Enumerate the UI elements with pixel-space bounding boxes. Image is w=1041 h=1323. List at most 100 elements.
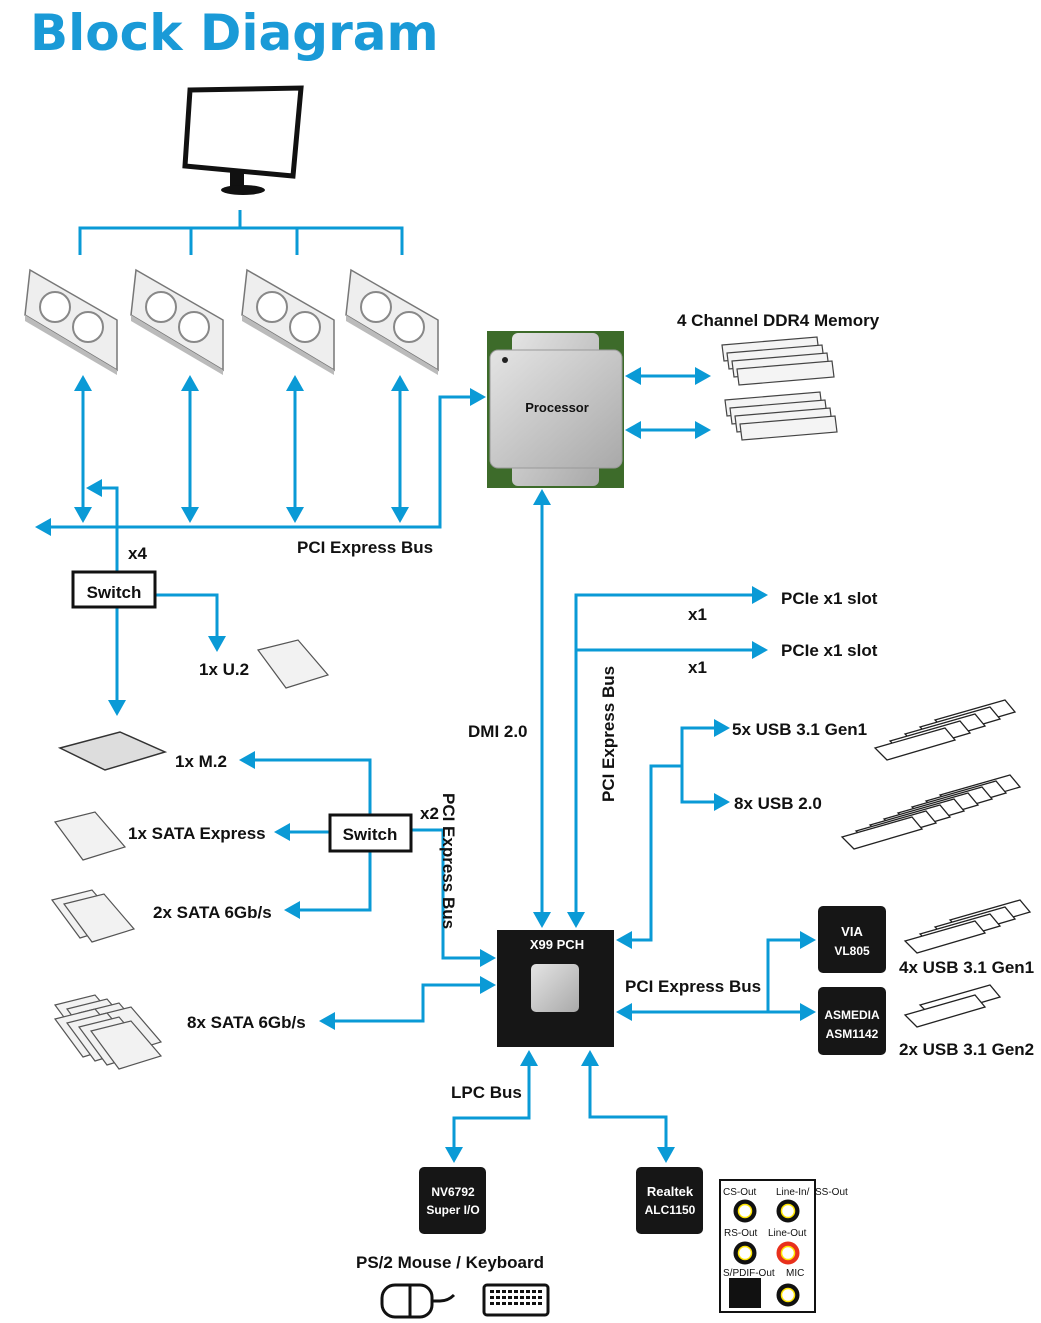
bus-line [588,1065,668,1147]
monitor-base [221,185,265,195]
gpu-edge [346,315,438,375]
jack-ring [737,1203,753,1219]
usb20-label: 8x USB 2.0 [734,794,822,813]
keyboard-key [496,1296,500,1299]
keyboard-key [526,1290,530,1293]
memory-module-icon [736,360,835,386]
audio-ss-out: SS-Out [815,1187,848,1198]
arrow-head [286,375,304,391]
gpu-edge [25,315,117,375]
pch-label: X99 PCH [530,937,584,952]
graphics-card-icon [345,268,439,375]
hard-drive-icon [89,1020,163,1070]
arrow-head [520,1050,538,1066]
asmedia-line2: ASM1142 [826,1027,879,1041]
arrow-head [800,931,816,949]
bus-line [452,1065,531,1147]
keyboard-key [502,1290,506,1293]
arrow-head [714,793,730,811]
keyboard-key [496,1302,500,1305]
superio-line1: NV6792 [431,1185,475,1199]
bus-line [631,726,714,942]
gpu-fan [289,311,321,343]
keyboard-key [538,1296,542,1299]
audio-line-out: Line-Out [768,1228,807,1239]
arrow-head [625,421,641,439]
via-line2: VL805 [834,944,870,958]
audio-panel: CS-Out Line-In/ SS-Out RS-Out Line-Out S… [719,1179,848,1313]
usb-stick-icon [903,920,987,954]
spdif-port-icon [729,1278,761,1308]
keyboard-key [532,1296,536,1299]
pcie-bus-top-label: PCI Express Bus [297,538,433,557]
arrow-head [208,636,226,652]
ps2-label: PS/2 Mouse / Keyboard [356,1253,544,1272]
arrow-head [657,1147,675,1163]
audio-mic: MIC [786,1268,804,1279]
keyboard-key [520,1302,524,1305]
bus-line [680,766,714,804]
dmi-label: DMI 2.0 [468,722,528,741]
arrow-head [695,367,711,385]
processor-label: Processor [525,400,589,415]
arrow-head [286,507,304,523]
superio-line2: Super I/O [426,1203,479,1217]
bus-line [411,828,480,960]
keyboard-key [496,1290,500,1293]
gpu-fan [360,291,392,323]
bus-line [255,758,372,815]
arrow-head [74,375,92,391]
arrow-head [74,507,92,523]
arrow-head [86,479,102,497]
hard-drive-icon [62,893,136,943]
sata-express-label: 1x SATA Express [128,824,266,843]
gpu-shroud [241,268,335,372]
bus-line [335,983,480,1023]
hard-drive-icon [256,639,330,689]
keyboard-key [538,1290,542,1293]
keyboard-key [502,1296,506,1299]
arrow-head [616,931,632,949]
keyboard-key [532,1302,536,1305]
asmedia-asm1142-chip: ASMEDIA ASM1142 [818,987,886,1055]
keyboard-key [514,1302,518,1305]
arrow-head [581,1050,599,1066]
jack-ring [780,1203,796,1219]
bus-line [50,395,470,529]
jack-ring [780,1287,796,1303]
via-line1: VIA [841,924,863,939]
bus-line [300,851,372,912]
keyboard-key [502,1302,506,1305]
pcie-slot-2-label: PCIe x1 slot [781,641,878,660]
keyboard-key [514,1296,518,1299]
keyboard-key [490,1302,494,1305]
bus-line [155,593,219,636]
pcie-slot-2-lanes: x1 [688,658,707,677]
usb31-gen1-label: 5x USB 3.1 Gen1 [732,720,867,739]
switch-1: Switch [71,570,157,609]
arrow-head [181,375,199,391]
arrow-head [108,700,126,716]
x99-pch: X99 PCH [497,930,614,1047]
realtek-line2: ALC1150 [645,1203,696,1217]
realtek-line1: Realtek [647,1184,694,1199]
lpc-label: LPC Bus [451,1083,522,1102]
m2-label: 1x M.2 [175,752,227,771]
m2-ssd-icon [57,731,168,771]
audio-spdif: S/PDIF-Out [723,1268,775,1279]
realtek-chip: Realtek ALC1150 [636,1167,703,1234]
arrow-head [274,823,290,841]
bus-line [574,593,752,912]
mouse-icon [380,1283,456,1319]
keyboard-key [514,1290,518,1293]
pcie-slot-1-label: PCIe x1 slot [781,589,878,608]
sata2-label: 2x SATA 6Gb/s [153,903,272,922]
arrow-head [616,1003,632,1021]
arrow-head [391,375,409,391]
gpu-fan [256,291,288,323]
audio-cs-out: CS-Out [723,1187,757,1198]
arrow-head [533,912,551,928]
arrow-head [625,367,641,385]
